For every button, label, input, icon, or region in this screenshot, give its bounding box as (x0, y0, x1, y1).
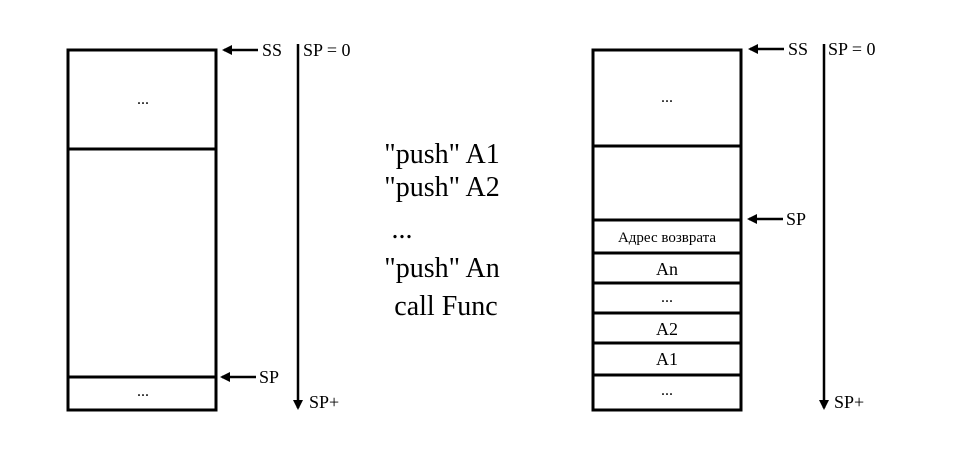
code-line: "push" A2 (384, 172, 499, 203)
left-stack-frame (66, 48, 218, 412)
right-stack-a2-cell: A2 (656, 319, 678, 339)
code-line: call Func (394, 291, 497, 322)
right-sp-label: SP (786, 209, 806, 229)
left-sp-plus-label: SP+ (309, 392, 339, 412)
code-line: "push" A1 (384, 139, 499, 170)
left-ss-label: SS (262, 40, 282, 60)
right-ss-label: SS (788, 39, 808, 59)
code-line: "push" An (384, 253, 499, 284)
right-sp-plus-label: SP+ (834, 392, 864, 412)
right-stack-return-address-cell: Адрес возврата (618, 230, 716, 246)
left-sp-zero-label: SP = 0 (303, 40, 351, 60)
right-stack-frame (591, 48, 743, 412)
right-stack-ellipsis-cell: ... (661, 289, 673, 306)
left-stack-bottom-cell: ... (137, 383, 149, 400)
right-stack-top-cell: ... (661, 89, 673, 106)
right-sp-zero-label: SP = 0 (828, 39, 876, 59)
left-stack-top-cell: ... (137, 91, 149, 108)
code-block: "push" A1 "push" A2 ... "push" An call F… (384, 139, 499, 322)
right-stack-a1-cell: A1 (656, 349, 678, 369)
right-stack-bottom-cell: ... (661, 382, 673, 399)
right-stack: ... Адрес возврата An ... A2 A1 ... (591, 48, 743, 412)
left-sp-label: SP (259, 367, 279, 387)
left-stack: ... ... (66, 48, 218, 412)
code-line: ... (392, 214, 413, 245)
right-stack-an-cell: An (656, 259, 678, 279)
